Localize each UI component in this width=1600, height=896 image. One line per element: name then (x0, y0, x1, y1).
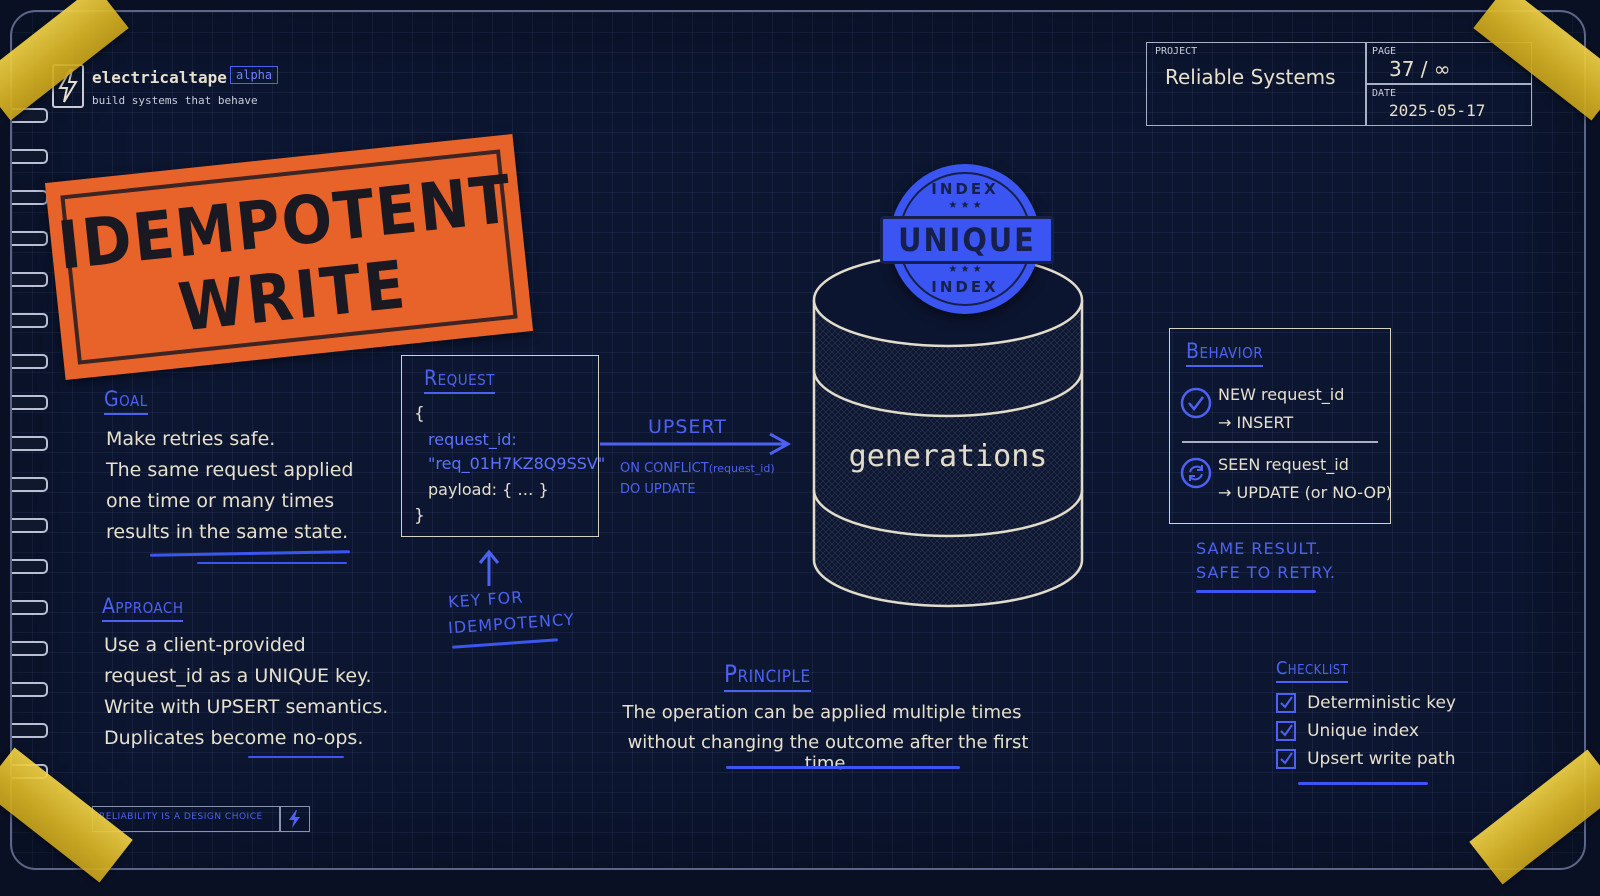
principle-heading: Principle (724, 660, 811, 692)
upsert-arrow-icon (600, 432, 792, 456)
spiral-ring (12, 272, 48, 287)
checkbox-checked-icon[interactable] (1276, 748, 1296, 769)
title-stamp: IDEMPOTENT WRITE (44, 133, 534, 381)
behavior-note-1: SAME RESULT. (1196, 539, 1322, 558)
checklist-item: Upsert write path (1276, 748, 1456, 769)
spiral-ring (12, 395, 48, 410)
goal-heading: Goal (104, 387, 148, 415)
annotation-line-1: KEY FOR (447, 587, 524, 612)
badge-bottom-text: INDEX (931, 278, 999, 296)
brand-badge: alpha (230, 66, 279, 84)
annotation-arrow-icon (478, 549, 500, 586)
checklist-item-label: Deterministic key (1307, 692, 1456, 713)
spiral-ring (12, 518, 48, 533)
badge-stars-icon: ★ ★ ★ (948, 200, 982, 211)
unique-index-badge: INDEX ★ ★ ★ UNIQUE ★ ★ ★ INDEX (880, 164, 1054, 314)
upsert-conflict: ON CONFLICT(request_id) (620, 461, 775, 476)
annotation-underline (452, 638, 558, 649)
behavior-row-2-result: → UPDATE (or NO-OP) (1218, 483, 1392, 502)
request-close-brace: } (414, 506, 425, 526)
request-key: request_id: (428, 430, 517, 449)
spiral-ring (12, 190, 48, 205)
spiral-ring (12, 149, 48, 164)
checklist-item-label: Upsert write path (1307, 748, 1456, 769)
behavior-row-1-title: NEW request_id (1218, 385, 1345, 404)
retry-icon (1180, 457, 1212, 489)
behavior-box: Behavior NEW request_id → INSERT SEEN re… (1169, 328, 1392, 524)
goal-line: one time or many times (106, 490, 335, 512)
approach-heading: Approach (102, 594, 184, 622)
database-label: generations (848, 439, 1048, 474)
behavior-note-2: SAFE TO RETRY. (1196, 563, 1336, 582)
behavior-note-underline (1196, 590, 1316, 593)
goal-line: The same request applied (106, 459, 354, 481)
spiral-ring (12, 477, 48, 492)
footer-label: RELIABILITY IS A DESIGN CHOICE (99, 812, 263, 822)
badge-stars-icon: ★ ★ ★ (948, 264, 982, 275)
upsert-conflict-key: (request_id) (708, 462, 775, 475)
spiral-ring (12, 559, 48, 574)
brand-name: electricaltape (92, 68, 227, 87)
spiral-ring (12, 600, 48, 615)
goal-line: Make retries safe. (106, 428, 276, 450)
spiral-ring (12, 641, 48, 656)
upsert-do-update: DO UPDATE (620, 482, 696, 497)
notebook-board: electricaltape alpha build systems that … (10, 10, 1586, 870)
page-label: PAGE (1372, 46, 1397, 57)
checklist-heading: Checklist (1276, 658, 1349, 683)
approach-line: Duplicates become no-ops. (104, 727, 364, 749)
request-box: Request { request_id: "req_01H7KZ8Q9SSV"… (401, 355, 605, 537)
upsert-conflict-text: ON CONFLICT (620, 461, 709, 476)
checklist-underline (1298, 782, 1428, 785)
goal-underline (149, 550, 351, 557)
brand-tagline: build systems that behave (92, 94, 258, 107)
principle-underline (726, 766, 960, 769)
check-circle-icon (1180, 387, 1212, 419)
goal-text: Make retries safe. The same request appl… (106, 424, 354, 548)
upsert-label: UPSERT (648, 416, 727, 438)
request-heading: Request (424, 366, 495, 394)
date-value: 2025-05-17 (1389, 101, 1486, 120)
spiral-ring (12, 354, 48, 369)
checkbox-checked-icon[interactable] (1276, 692, 1296, 713)
request-id-value: "req_01H7KZ8Q9SSV" (428, 454, 606, 473)
lightning-icon (289, 810, 300, 828)
checklist-item-label: Unique index (1307, 720, 1419, 741)
principle-line-1: The operation can be applied multiple ti… (622, 702, 1022, 723)
approach-line: Write with UPSERT semantics. (104, 696, 389, 718)
goal-line: results in the same state. (106, 521, 349, 543)
checklist-item: Deterministic key (1276, 692, 1456, 713)
spiral-ring (12, 436, 48, 451)
badge-ribbon: UNIQUE (880, 216, 1054, 264)
spiral-ring (12, 231, 48, 246)
behavior-row-2-title: SEEN request_id (1218, 455, 1349, 474)
request-open-brace: { (414, 404, 425, 424)
spiral-ring (12, 313, 48, 328)
approach-line: request_id as a UNIQUE key. (104, 665, 372, 687)
request-payload: payload: { … } (428, 480, 549, 499)
checklist-item: Unique index (1276, 720, 1419, 741)
approach-underline (248, 756, 344, 758)
goal-underline (197, 562, 347, 564)
footer-box: RELIABILITY IS A DESIGN CHOICE (92, 806, 310, 832)
page-value: 37 / ∞ (1389, 57, 1451, 81)
approach-text: Use a client-provided request_id as a UN… (104, 630, 388, 754)
spiral-ring (12, 723, 48, 738)
project-value: Reliable Systems (1165, 65, 1336, 89)
project-label: PROJECT (1155, 46, 1198, 57)
date-label: DATE (1372, 88, 1397, 99)
checkbox-checked-icon[interactable] (1276, 720, 1296, 741)
annotation-line-2: IDEMPOTENCY (447, 609, 576, 638)
behavior-row-1-result: → INSERT (1218, 413, 1294, 432)
title-block: PROJECT Reliable Systems PAGE 37 / ∞ DAT… (1146, 42, 1532, 126)
behavior-heading: Behavior (1186, 339, 1264, 367)
approach-line: Use a client-provided (104, 634, 306, 656)
badge-top-text: INDEX (931, 180, 999, 198)
badge-main-text: UNIQUE (898, 221, 1036, 259)
spiral-ring (12, 682, 48, 697)
